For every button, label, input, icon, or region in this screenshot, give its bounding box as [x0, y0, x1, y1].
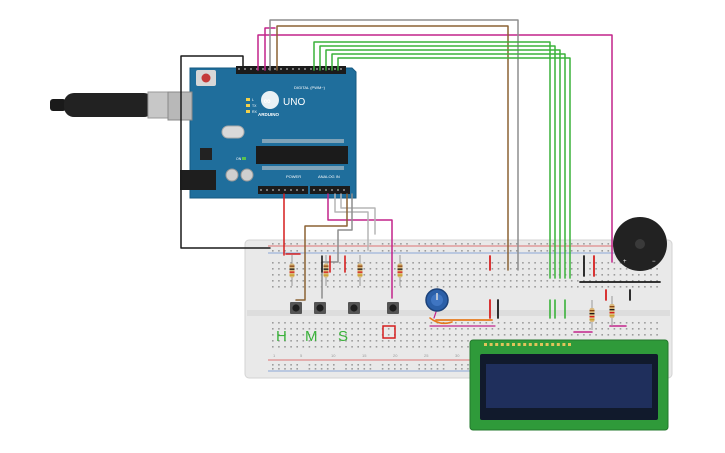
pushbuttons	[290, 302, 399, 314]
letter-s: S	[338, 328, 348, 345]
lcd-pin	[506, 343, 510, 346]
lcd-pin	[568, 343, 571, 346]
wire-green-1	[313, 41, 551, 279]
lcd-pin	[545, 343, 549, 346]
column-number: 30	[455, 353, 460, 358]
resistor	[589, 300, 595, 330]
buzzer-minus-label: −	[652, 259, 656, 265]
wire-green-4	[331, 53, 566, 279]
analog-label: ANALOG IN	[318, 174, 340, 179]
lcd-pin	[500, 343, 504, 346]
wire-green-5	[337, 57, 571, 279]
wires	[180, 19, 661, 333]
wire-analog-magenta	[327, 193, 393, 299]
power-header	[258, 186, 308, 194]
resistor	[397, 255, 403, 286]
lcd-16x2	[469, 339, 669, 431]
wire-gray-top	[269, 19, 519, 271]
lcd-pin	[495, 343, 499, 346]
jumper-potentiometer-orange	[429, 317, 453, 325]
resistor	[323, 255, 329, 286]
wire-brown-top	[276, 25, 509, 271]
wire-magenta-top-2	[264, 27, 276, 71]
lcd-pin	[540, 343, 543, 346]
pushbutton[interactable]	[387, 302, 399, 314]
column-number: 1	[273, 353, 276, 358]
column-number: 20	[393, 353, 398, 358]
wire-green-2	[319, 45, 556, 279]
column-number: 15	[362, 353, 367, 358]
board-brand-label: ARDUINO	[258, 112, 279, 117]
l-label: L	[252, 98, 254, 102]
lcd-screen	[486, 364, 652, 408]
usb-cable	[50, 91, 186, 119]
svg-text:∞: ∞	[264, 96, 271, 107]
lcd-pin	[484, 343, 487, 346]
tx-label: TX	[252, 104, 257, 108]
handwritten-labels: H M S	[276, 325, 396, 345]
reset-button[interactable]	[201, 73, 211, 83]
letter-h: H	[276, 328, 287, 345]
wire-analog-brown	[295, 193, 348, 301]
potentiometer[interactable]	[425, 288, 449, 312]
pushbutton[interactable]	[290, 302, 302, 314]
lcd-pin	[517, 343, 521, 346]
wire-green-3	[325, 49, 561, 279]
arduino-uno-board: ∞ UNO ARDUINO DIGITAL (PWM~) POWER ANALO…	[167, 66, 357, 199]
lcd-pin	[562, 343, 566, 346]
wire-analog-gray-2	[340, 193, 376, 235]
piezo-buzzer: + −	[613, 217, 667, 271]
resistor	[289, 255, 295, 286]
rx-label: RX	[252, 110, 258, 114]
pushbutton[interactable]	[314, 302, 326, 314]
on-label: ON	[236, 157, 242, 161]
lcd-pin	[489, 343, 493, 346]
resistor	[609, 296, 615, 326]
resistor	[357, 255, 363, 286]
column-number: 10	[331, 353, 336, 358]
wire-magenta-top	[257, 34, 613, 263]
resistors	[289, 255, 615, 330]
column-number: 25	[424, 353, 429, 358]
microcontroller-chip	[256, 146, 348, 164]
lcd-pin	[528, 343, 532, 346]
pushbutton[interactable]	[348, 302, 360, 314]
letter-m: M	[305, 328, 318, 345]
buzzer-plus-label: +	[623, 259, 627, 265]
wire-gnd-black	[180, 55, 271, 249]
lcd-pin	[512, 343, 515, 346]
power-label: POWER	[286, 174, 301, 179]
digital-label: DIGITAL (PWM~)	[294, 85, 326, 90]
lcd-pin-row	[484, 343, 571, 346]
digital-header	[236, 66, 346, 74]
column-number: 5	[300, 353, 303, 358]
lcd-pin	[551, 343, 555, 346]
lcd-pin	[523, 343, 527, 346]
jumper-magenta-d	[433, 311, 437, 319]
board-model-label: UNO	[283, 97, 305, 108]
analog-header	[310, 186, 350, 194]
lcd-pin	[556, 343, 560, 346]
lcd-pin	[534, 343, 538, 346]
square-marker	[382, 325, 396, 339]
